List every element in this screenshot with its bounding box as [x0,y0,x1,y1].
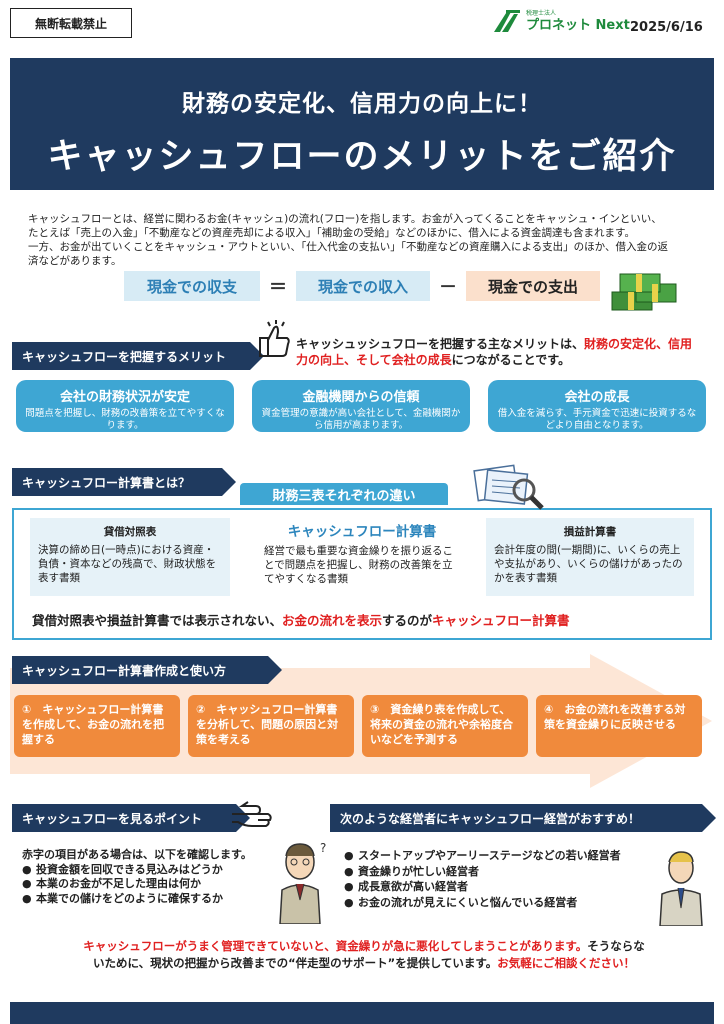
thumbs-up-icon [259,320,290,357]
recommend-item-text: 資金繰りが忙しい経営者 [358,864,479,878]
intro-line: 一方、お金が出ていくことをキャッシュ・アウトといい、「仕入代金の支払い」「不動産… [28,241,668,253]
merit-card-body: 問題点を把握し、財務の改善策を立てやすくなります。 [25,408,225,431]
cashflow-statement-desc: 経営で最も重要な資金繰りを振り返ることで問題点を把握し、財務の改善策を立てやすく… [264,545,453,585]
title-banner: 財務の安定化、信用力の向上に！ キャッシュフローのメリットをご紹介 [10,58,714,190]
banner-subtitle: 財務の安定化、信用力の向上に！ [182,91,542,117]
recommend-item-text: お金の流れが見えにくいと悩んでいる経営者 [358,895,578,909]
usage-heading: キャッシュフロー計算書作成と使い方 [12,656,282,684]
pointing-hand-icon [232,801,272,827]
balance-sheet-title: 貸借対照表 [103,526,157,538]
balance-sheet-desc: 決算の締め日(一時点)における資産・負債・資本などの残高で、財政状態を表す書類 [38,544,217,584]
list-item: ●資金繰りが忙しい経営者 [344,864,479,878]
list-item: ●投資金額を回収できる見込みはどうか [22,862,223,876]
point-item-text: 本業での儲けをどのように確保するか [36,891,223,905]
balance-sheet-panel: 貸借対照表 決算の締め日(一時点)における資産・負債・資本などの残高で、財政状態… [30,518,230,596]
points-list: 赤字の項目がある場合は、以下を確認します。 ●投資金額を回収できる見込みはどうか… [22,848,252,906]
usage-step-2: ② キャッシュフロー計算書を分析して、問題の原因と対策を考える [188,695,354,757]
thinking-man-icon: ? [279,841,326,924]
cf-summary-red1: お金の流れを表示 [282,613,383,628]
money-stack-icon [611,273,677,311]
recommend-item-text: 成長意欲が高い経営者 [358,880,468,893]
logo-name: プロネット Next [526,17,630,33]
logo-small-text: 税理士法人 [526,9,557,17]
points-heading: キャッシュフローを見るポイント [12,804,250,832]
cf-summary: 貸借対照表や損益計算書では表示されない、お金の流れを表示するのがキャッシュフロー… [32,610,570,629]
merit-card-title: 金融機関からの信頼 [302,390,420,405]
three-statements-tab: 財務三表それぞれの違い [240,483,448,505]
issue-date: 2025/6/16 [630,20,703,35]
point-item-text: 本業のお金が不足した理由は何か [36,877,201,890]
svg-text:?: ? [320,841,326,855]
merit-text-red: 財務の安定化、信用力の向上、そして会社の成長 [296,337,693,367]
cf-statement-heading: キャッシュフロー計算書とは？ [12,468,236,496]
merit-heading: キャッシュフローを把握するメリット [12,342,264,370]
recommend-list: ●スタートアップやアーリーステージなどの若い経営者 ●資金繰りが忙しい経営者 ●… [344,848,621,910]
businessman-icon [659,851,703,926]
merit-card-finance: 会社の財務状況が安定 問題点を把握し、財務の改善策を立てやすくなります。 [16,380,234,432]
formula-expense: 現金での支出 [466,271,600,301]
usage-step-1: ① キャッシュフロー計算書を作成して、お金の流れを把握する [14,695,180,757]
no-reprint-label: 無断転載禁止 [10,8,132,38]
income-statement-desc: 会計年度の間(一期間)に、いくらの売上や支払があり、いくらの儲けがあったのかを表… [494,544,683,584]
footer-red-2: お気軽にご相談ください！ [497,956,636,970]
footer-red-1: キャッシュフローがうまく管理できていないと、資金繰りが急に悪化してしまうことがあ… [83,939,588,953]
usage-step-3: ③ 資金繰り表を作成して、将来の資金の流れや余裕度合いなどを予測する [362,695,528,757]
logo-mark-icon [494,10,520,32]
merit-card-title: 会社の財務状況が安定 [59,390,190,405]
merit-text-a: キャッシュッシュフローを把握する主なメリットは、 [296,337,585,351]
footer-black-2: いために、現状の把握から改善までの“伴走型のサポート”を提供しています。 [92,956,498,970]
intro-text: キャッシュフローとは、経営に関わるお金(キャッシュ)の流れ(フロー)を指します。… [28,212,694,268]
intro-line: たとえば「売上の入金」「不動産などの資産売却による収入」「補助金の受給」などのほ… [28,227,636,239]
footer-bar [10,1002,714,1024]
recommend-item-text: スタートアップやアーリーステージなどの若い経営者 [358,849,621,862]
company-logo: 税理士法人 プロネット Next [492,8,630,34]
merit-card-trust: 金融機関からの信頼 資金管理の意識が高い会社として、金融機関から信用が高まります… [252,380,470,432]
usage-step-4: ④ お金の流れを改善する対策を資金繰りに反映させる [536,695,702,757]
footer-message: キャッシュフローがうまく管理できていないと、資金繰りが急に悪化してしまうことがあ… [24,938,704,972]
formula-income: 現金での収入 [296,271,430,301]
cash-formula: 現金での収支 ＝ 現金での収入 － 現金での支出 [124,271,600,301]
income-statement-title: 損益計算書 [563,526,617,538]
formula-balance: 現金での収支 [124,271,260,301]
cashflow-statement-title: キャッシュフロー計算書 [287,524,437,540]
footer-black-1: そうならな [587,939,645,953]
list-item: ●お金の流れが見えにくいと悩んでいる経営者 [344,895,578,909]
documents-magnifier-icon [473,464,544,510]
intro-line: 済などがあります。 [28,255,122,267]
income-statement-panel: 損益計算書 会計年度の間(一期間)に、いくらの売上や支払があり、いくらの儲けがあ… [486,518,694,596]
list-item: ●本業のお金が不足した理由は何か [22,877,201,890]
point-item-text: 投資金額を回収できる見込みはどうか [36,862,223,876]
cf-summary-a: 貸借対照表や損益計算書では表示されない、 [32,613,283,628]
merit-text-b: につながることです。 [451,353,571,367]
formula-equals: ＝ [269,277,287,298]
merit-card-growth: 会社の成長 借入金を減らす、手元資金で迅速に投資するなどより自由となります。 [488,380,706,432]
banner-title: キャッシュフローのメリットをご紹介 [47,137,677,177]
merit-card-body: 資金管理の意識が高い会社として、金融機関から信用が高まります。 [261,408,461,431]
list-item: ●スタートアップやアーリーステージなどの若い経営者 [344,849,621,862]
cf-summary-b: するのが [382,613,433,628]
list-item: ●成長意欲が高い経営者 [344,880,468,893]
merit-card-body: 借入金を減らす、手元資金で迅速に投資するなどより自由となります。 [497,408,697,431]
points-lead: 赤字の項目がある場合は、以下を確認します。 [22,848,252,861]
recommend-heading: 次のような経営者にキャッシュフロー経営がおすすめ！ [330,804,716,832]
merit-description: キャッシュッシュフローを把握する主なメリットは、財務の安定化、信用力の向上、そし… [296,336,696,368]
cf-summary-red2: キャッシュフロー計算書 [432,613,570,628]
merit-card-title: 会社の成長 [564,390,630,405]
cashflow-statement-panel: キャッシュフロー計算書 経営で最も重要な資金繰りを振り返ることで問題点を把握し、… [256,518,468,596]
list-item: ●本業での儲けをどのように確保するか [22,891,223,905]
formula-minus: － [439,277,457,298]
intro-line: キャッシュフローとは、経営に関わるお金(キャッシュ)の流れ(フロー)を指します。… [28,213,662,225]
